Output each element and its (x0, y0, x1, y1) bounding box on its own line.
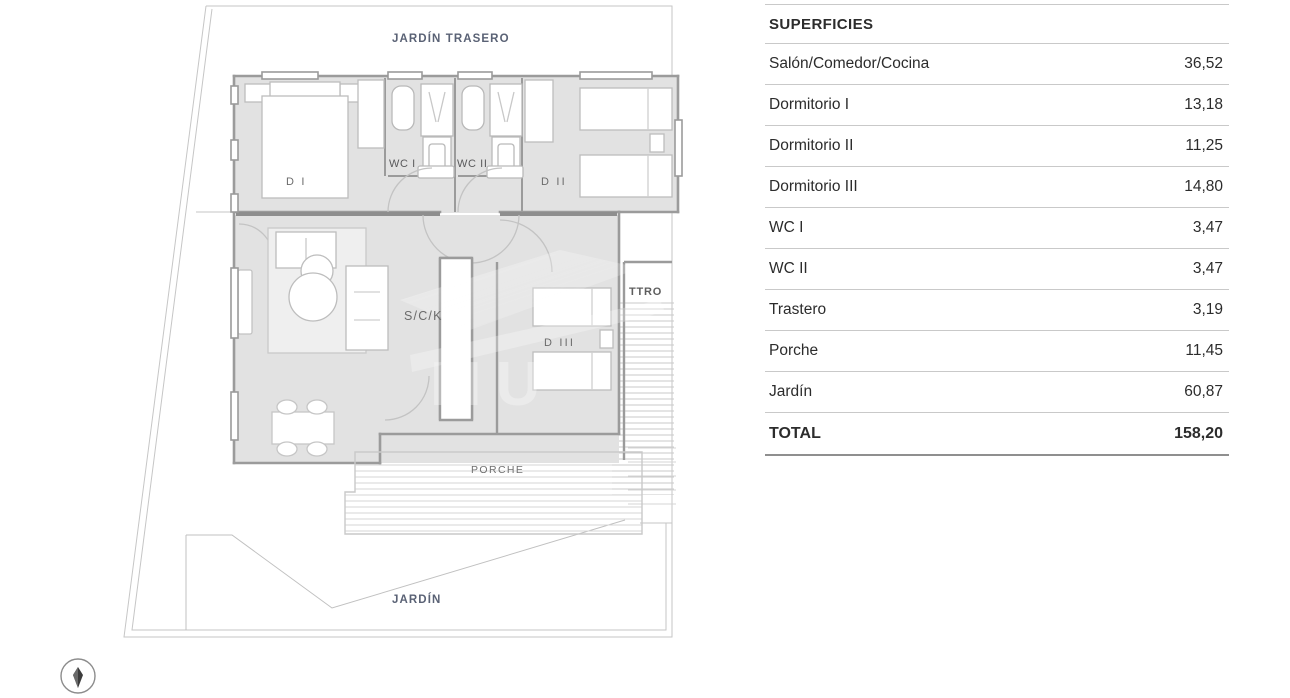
row-value: 11,45 (1185, 342, 1223, 359)
row-value: 60,87 (1184, 383, 1223, 400)
row-value: 11,25 (1185, 137, 1223, 154)
row-label: Trastero (769, 301, 827, 318)
porch-paving-lower (345, 492, 642, 534)
table-row: Dormitorio I 13,18 (765, 85, 1229, 126)
table-header-row: SUPERFICIES (765, 4, 1229, 44)
plan-vector: MU (123, 5, 683, 638)
row-value: 3,19 (1192, 301, 1223, 318)
window-marks (230, 71, 683, 441)
table-row: Dormitorio III 14,80 (765, 167, 1229, 208)
total-label: TOTAL (769, 424, 821, 442)
bedroom3-furniture (532, 287, 614, 391)
bedroom1-wardrobe (357, 79, 385, 149)
row-value: 14,80 (1184, 178, 1223, 195)
exterior-steps (628, 447, 676, 505)
surfaces-table: SUPERFICIES Salón/Comedor/Cocina 36,52 D… (765, 4, 1229, 456)
row-value: 13,18 (1184, 96, 1223, 113)
table-total-row: TOTAL 158,20 (765, 413, 1229, 456)
row-label: Jardín (769, 383, 813, 400)
row-value: 36,52 (1184, 55, 1223, 72)
kitchen-furniture (267, 227, 389, 354)
watermark: MU (400, 250, 665, 419)
row-value: 3,47 (1192, 219, 1223, 236)
garden-outline (185, 519, 626, 630)
table-row: Dormitorio II 11,25 (765, 126, 1229, 167)
floor-plan-drawing: MU JARDÍN TRASERO JARDÍN D I D II D III … (60, 5, 683, 694)
hallway-walls (438, 256, 474, 422)
table-row: Porche 11,45 (765, 331, 1229, 372)
row-label: Porche (769, 342, 819, 359)
dining-set (271, 399, 335, 457)
wc2-fixtures (461, 83, 524, 179)
wc1-fixtures (391, 83, 455, 179)
north-arrow-icon (60, 658, 96, 694)
table-title: SUPERFICIES (769, 15, 874, 33)
bedroom1-furniture (244, 81, 367, 199)
trastero-walls (622, 260, 672, 460)
row-label: WC I (769, 219, 804, 236)
row-label: Salón/Comedor/Cocina (769, 55, 930, 72)
table-row: Salón/Comedor/Cocina 36,52 (765, 44, 1229, 85)
row-label: Dormitorio III (769, 178, 858, 195)
table-row: Trastero 3,19 (765, 290, 1229, 331)
bedroom2-furniture (524, 79, 673, 198)
total-value: 158,20 (1174, 424, 1223, 442)
table-row: WC I 3,47 (765, 208, 1229, 249)
row-label: WC II (769, 260, 808, 277)
svg-text:MU: MU (430, 350, 554, 419)
table-row: WC II 3,47 (765, 249, 1229, 290)
living-sofa (237, 269, 253, 335)
row-label: Dormitorio I (769, 96, 850, 113)
porch-outline (344, 451, 643, 535)
row-label: Dormitorio II (769, 137, 854, 154)
row-value: 3,47 (1192, 260, 1223, 277)
table-row: Jardín 60,87 (765, 372, 1229, 413)
storage-paving (612, 300, 674, 495)
